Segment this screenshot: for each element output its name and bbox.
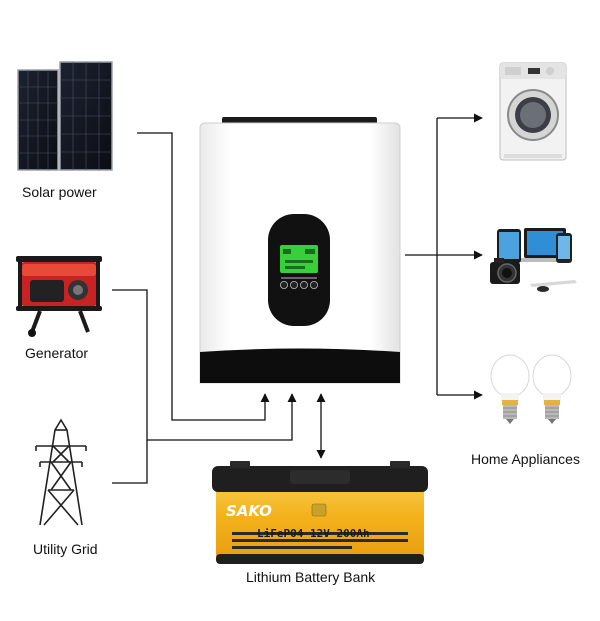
panel-button-2 (289, 280, 298, 289)
battery-bank-label: Lithium Battery Bank (246, 569, 376, 585)
utility-grid-label: Utility Grid (33, 541, 98, 557)
solar-line (137, 132, 270, 421)
solar-panel-icon (17, 61, 113, 171)
solar-power-label: Solar power (22, 184, 97, 200)
grid-line (112, 440, 148, 484)
utility-tower-icon (35, 418, 87, 526)
connection-lines (112, 113, 483, 484)
light-bulbs-icon (490, 354, 572, 424)
hybrid-inverter (199, 117, 401, 384)
generator-label: Generator (25, 345, 89, 361)
lithium-battery-icon (212, 461, 428, 564)
generator-icon (16, 256, 102, 337)
battery-model: LiFePO4 12V 200Ah (257, 527, 370, 540)
panel-button-3 (299, 280, 308, 289)
panel-button-4 (309, 280, 318, 289)
battery-brand: SAKO (226, 502, 272, 520)
home-appliances-label: Home Appliances (471, 451, 580, 467)
electronics-icon (490, 228, 577, 292)
panel-button-1 (279, 280, 288, 289)
washing-machine-icon (499, 62, 567, 161)
